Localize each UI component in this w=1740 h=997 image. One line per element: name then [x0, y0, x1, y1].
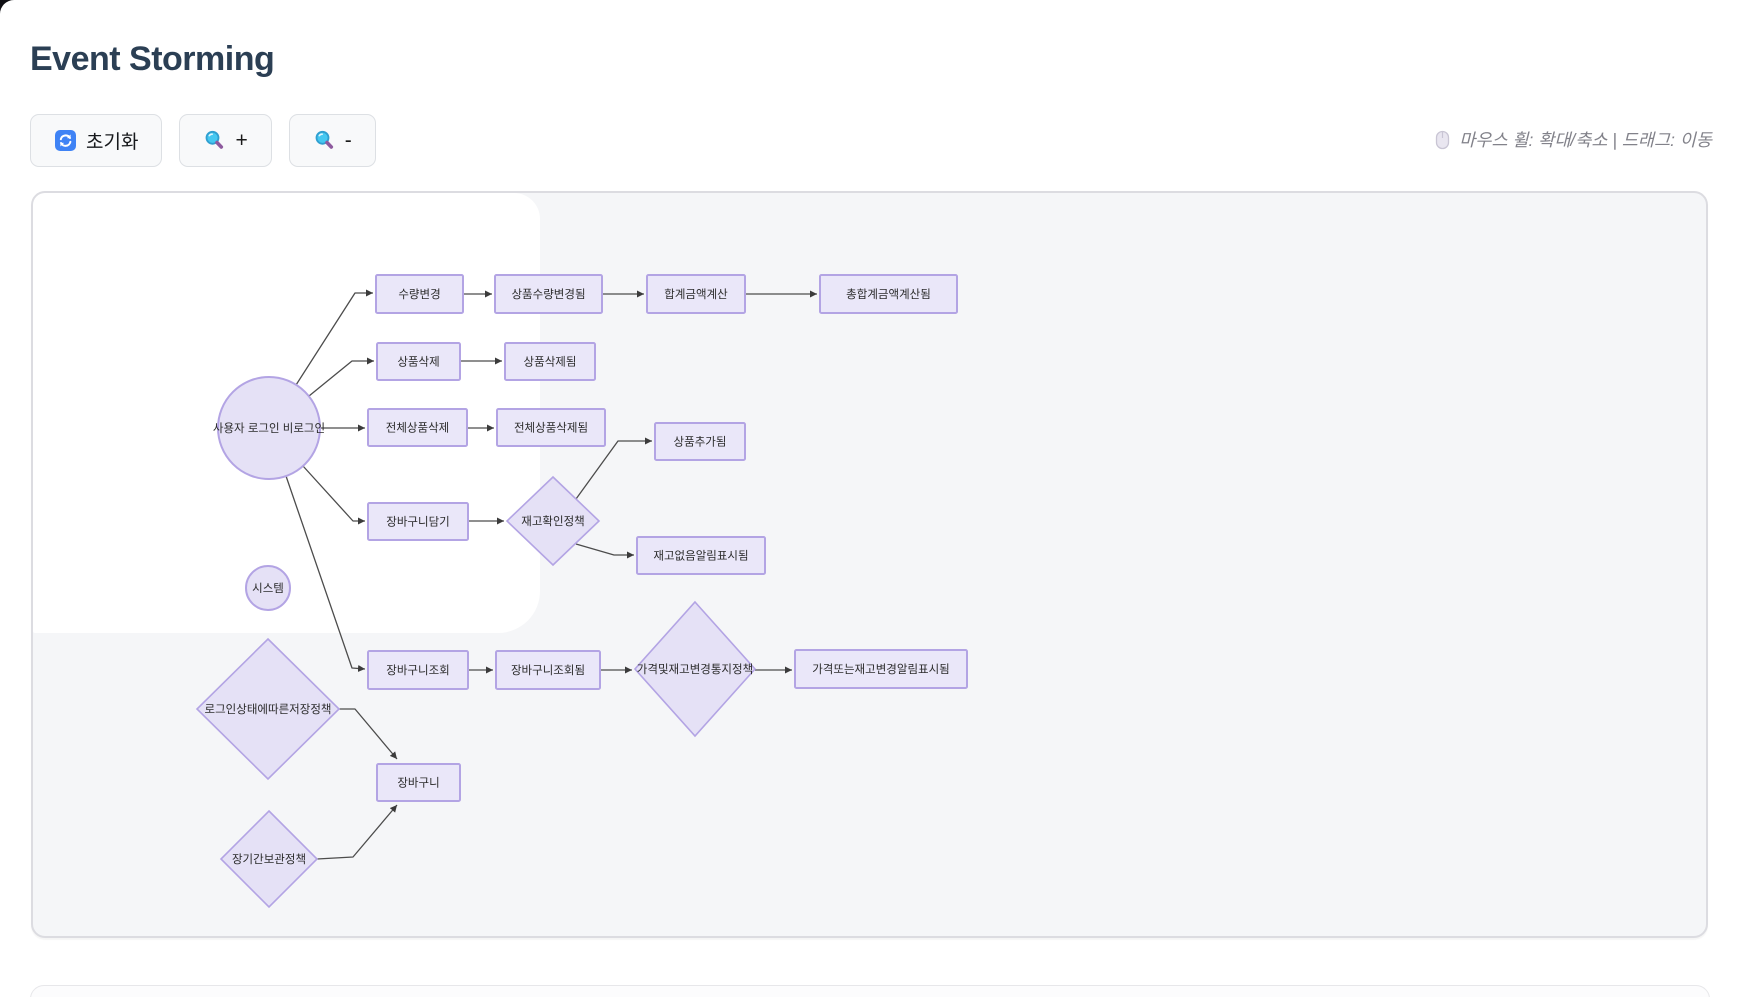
diagram-node-add-to-cart: 장바구니담기	[367, 502, 469, 541]
diagram-node-product-added: 상품추가됨	[654, 422, 746, 461]
zoom-out-button[interactable]: -	[288, 114, 376, 167]
toolbar: 초기화 + -	[30, 114, 376, 167]
diagram-node-product-quantity-changed: 상품수량변경됨	[494, 274, 603, 314]
diagram-node-label-stock-check-policy: 재고확인정책	[521, 514, 584, 528]
diagram-node-all-products-delete: 전체상품삭제	[367, 408, 468, 447]
diagram-node-cart: 장바구니	[376, 763, 461, 802]
diagram-node-cart-view: 장바구니조회	[367, 650, 469, 690]
diagram-edge-stock-check-policy--out-of-stock-alert-shown	[575, 543, 634, 559]
diagram-node-login-state-save-policy: 로그인상태에따른저장정책	[195, 637, 341, 781]
diagram-node-label-long-term-storage-policy: 장기간보관정책	[232, 852, 306, 866]
diagram-node-label-total-amount-calc: 합계금액계산	[664, 288, 728, 301]
diagram-edge-user-actor--quantity-change	[295, 289, 373, 386]
diagram-node-label-out-of-stock-alert-shown: 재고없음알림표시됨	[653, 549, 748, 563]
page-title: Event Storming	[30, 40, 275, 78]
reset-button-label: 초기화	[86, 132, 139, 153]
diagram-node-cart-viewed: 장바구니조회됨	[495, 650, 601, 690]
diagram-node-label-cart-viewed: 장바구니조회됨	[511, 664, 585, 677]
diagram-node-out-of-stock-alert-shown: 재고없음알림표시됨	[636, 536, 766, 575]
bottom-card	[30, 985, 1710, 997]
diagram-node-label-user-actor: 사용자 로그인 비로그인	[213, 422, 325, 435]
diagram-node-label-all-products-deleted: 전체상품삭제됨	[514, 422, 588, 435]
diagram-edge-long-term-storage-policy--cart	[316, 804, 398, 860]
diagram-node-price-or-stock-change-alert-shown: 가격또는재고변경알림표시됨	[794, 649, 968, 689]
diagram-node-price-stock-change-notify-policy: 가격및재고변경통지정책	[633, 600, 757, 738]
diagram-node-total-amount-calculated: 총합계금액계산됨	[819, 274, 958, 314]
diagram-node-all-products-deleted: 전체상품삭제됨	[496, 408, 606, 447]
diagram-node-label-total-amount-calculated: 총합계금액계산됨	[846, 288, 931, 301]
diagram-edge-login-state-save-policy--cart	[339, 708, 398, 760]
reset-button[interactable]: 초기화	[30, 114, 163, 167]
refresh-icon	[55, 130, 76, 151]
diagram-edge-user-actor--cart-view	[285, 475, 366, 672]
diagram-node-stock-check-policy: 재고확인정책	[505, 475, 601, 567]
mouse-icon	[1436, 130, 1450, 149]
diagram-node-quantity-change: 수량변경	[375, 274, 464, 314]
diagram-node-label-product-added: 상품추가됨	[674, 436, 727, 449]
diagram-node-label-price-stock-change-notify-policy: 가격및재고변경통지정책	[637, 662, 753, 676]
pan-zoom-hint-text: 마우스 휠: 확대/축소 | 드래그: 이동	[1459, 130, 1712, 150]
diagram-edge-stock-check-policy--product-added	[575, 437, 652, 500]
diagram-node-label-system-actor: 시스템	[252, 582, 284, 595]
diagram-node-label-login-state-save-policy: 로그인상태에따른저장정책	[205, 702, 332, 716]
diagram-node-system-actor: 시스템	[245, 565, 291, 611]
diagram-node-label-cart: 장바구니	[397, 777, 439, 790]
diagram-node-label-product-delete: 상품삭제	[397, 356, 439, 369]
zoom-out-button-label: -	[344, 128, 352, 152]
zoom-in-button[interactable]: +	[179, 114, 272, 167]
diagram-edge-user-actor--product-delete	[308, 357, 374, 397]
pan-zoom-hint: 마우스 휠: 확대/축소 | 드래그: 이동	[1435, 127, 1712, 152]
magnifier-plus-icon	[206, 130, 224, 149]
diagram-node-label-quantity-change: 수량변경	[398, 287, 440, 301]
diagram-node-user-actor: 사용자 로그인 비로그인	[213, 376, 325, 480]
diagram-node-long-term-storage-policy: 장기간보관정책	[219, 809, 319, 909]
diagram-node-label-cart-view: 장바구니조회	[386, 664, 449, 677]
diagram-node-label-add-to-cart: 장바구니담기	[386, 516, 449, 529]
diagram-node-label-price-or-stock-change-alert-shown: 가격또는재고변경알림표시됨	[812, 662, 950, 676]
diagram-node-total-amount-calc: 합계금액계산	[646, 274, 746, 314]
diagram-node-label-all-products-delete: 전체상품삭제	[386, 422, 449, 435]
magnifier-minus-icon	[315, 130, 333, 149]
diagram-node-product-delete: 상품삭제	[376, 342, 461, 381]
diagram-node-label-product-deleted: 상품삭제됨	[524, 356, 577, 369]
diagram-edge-user-actor--add-to-cart	[302, 465, 365, 525]
diagram-node-label-product-quantity-changed: 상품수량변경됨	[511, 287, 585, 301]
diagram-node-product-deleted: 상품삭제됨	[504, 342, 596, 381]
zoom-in-button-label: +	[235, 128, 248, 152]
